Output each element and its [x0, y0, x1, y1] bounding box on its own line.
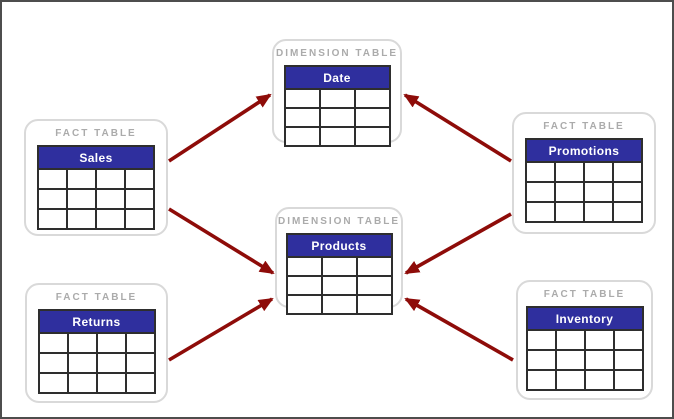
- table-products: Products: [285, 233, 393, 315]
- table-date: Date: [283, 65, 391, 147]
- table-cell: [37, 168, 68, 190]
- table-cell: [583, 369, 615, 391]
- table-cell: [320, 275, 358, 296]
- table-cell: [124, 188, 155, 210]
- table-cell: [37, 332, 69, 354]
- table-cell: [583, 329, 615, 351]
- table-cell: [95, 168, 126, 190]
- arrow-sales-to-date: [168, 93, 272, 163]
- table-cell: [554, 349, 586, 371]
- table-cell: [124, 168, 155, 190]
- table-cell: [612, 329, 644, 351]
- table-cell: [353, 88, 391, 109]
- table-cell: [355, 294, 393, 315]
- table-cell: [95, 332, 127, 354]
- arrow-returns-to-products: [168, 297, 274, 362]
- table-cell: [66, 372, 98, 394]
- table-cell: [37, 352, 69, 374]
- table-cell: [355, 275, 393, 296]
- table-cell: [95, 372, 127, 394]
- card-kind-label: FACT TABLE: [55, 128, 137, 139]
- table-cell: [554, 201, 585, 223]
- table-cell: [583, 161, 614, 183]
- table-cell: [554, 181, 585, 203]
- arrow-promotions-to-products: [404, 212, 512, 275]
- table-title: Sales: [37, 145, 155, 170]
- table-cell: [525, 161, 556, 183]
- table-cell: [124, 352, 156, 374]
- table-cell: [124, 372, 156, 394]
- table-cell: [318, 88, 356, 109]
- table-cell: [318, 107, 356, 128]
- table-returns: Returns: [37, 309, 156, 394]
- table-cell: [525, 349, 557, 371]
- arrow-promotions-to-date: [403, 93, 512, 163]
- table-cell: [285, 275, 323, 296]
- table-cell: [355, 256, 393, 277]
- card-kind-label: DIMENSION TABLE: [277, 216, 401, 227]
- table-cell: [95, 188, 126, 210]
- fact-table-card-returns: FACT TABLE Returns: [25, 283, 168, 403]
- table-cell: [283, 88, 321, 109]
- table-cell: [583, 181, 614, 203]
- table-cell: [612, 161, 643, 183]
- table-title: Products: [285, 233, 393, 258]
- fact-table-card-promotions: FACT TABLE Promotions: [512, 112, 656, 234]
- table-title: Promotions: [525, 138, 643, 163]
- table-cell: [320, 294, 358, 315]
- table-cell: [554, 329, 586, 351]
- table-cell: [583, 201, 614, 223]
- table-cell: [285, 294, 323, 315]
- arrow-inventory-to-products: [404, 297, 514, 362]
- table-cell: [612, 349, 644, 371]
- table-cell: [583, 349, 615, 371]
- table-title: Returns: [37, 309, 156, 334]
- card-kind-label: DIMENSION TABLE: [275, 48, 399, 59]
- table-cell: [95, 352, 127, 374]
- table-cell: [283, 107, 321, 128]
- table-promotions: Promotions: [525, 138, 643, 223]
- table-cell: [66, 188, 97, 210]
- table-title: Inventory: [525, 306, 644, 331]
- table-cell: [66, 208, 97, 230]
- table-inventory: Inventory: [525, 306, 644, 391]
- table-cell: [353, 107, 391, 128]
- table-cell: [283, 126, 321, 147]
- table-cell: [525, 369, 557, 391]
- dimension-table-card-date: DIMENSION TABLE Date: [272, 39, 402, 147]
- table-cell: [554, 161, 585, 183]
- table-cell: [525, 201, 556, 223]
- table-cell: [124, 332, 156, 354]
- table-title: Date: [283, 65, 391, 90]
- table-cell: [612, 181, 643, 203]
- card-kind-label: FACT TABLE: [543, 289, 626, 300]
- table-cell: [612, 201, 643, 223]
- table-cell: [612, 369, 644, 391]
- card-kind-label: FACT TABLE: [543, 121, 625, 132]
- table-cell: [554, 369, 586, 391]
- table-cell: [95, 208, 126, 230]
- card-kind-label: FACT TABLE: [55, 292, 138, 303]
- table-cell: [285, 256, 323, 277]
- fact-table-card-inventory: FACT TABLE Inventory: [516, 280, 653, 400]
- table-cell: [124, 208, 155, 230]
- table-cell: [353, 126, 391, 147]
- table-cell: [525, 181, 556, 203]
- table-cell: [66, 352, 98, 374]
- table-cell: [37, 372, 69, 394]
- table-cell: [37, 188, 68, 210]
- table-sales: Sales: [37, 145, 155, 230]
- arrow-sales-to-products: [168, 207, 275, 275]
- table-cell: [320, 256, 358, 277]
- fact-table-card-sales: FACT TABLE Sales: [24, 119, 168, 236]
- dimension-table-card-products: DIMENSION TABLE Products: [275, 207, 403, 315]
- table-cell: [525, 329, 557, 351]
- table-cell: [66, 168, 97, 190]
- table-cell: [318, 126, 356, 147]
- table-cell: [66, 332, 98, 354]
- table-cell: [37, 208, 68, 230]
